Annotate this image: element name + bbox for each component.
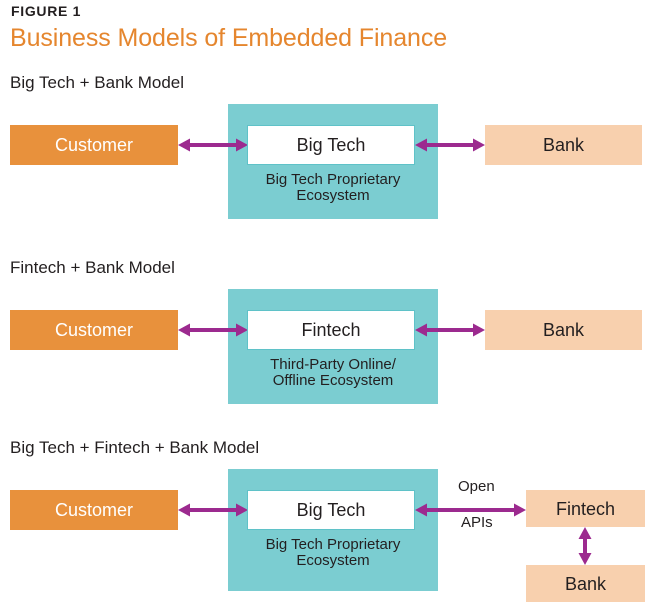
section-2-ecosystem-label: Third-Party Online/ Offline Ecosystem — [270, 356, 396, 390]
section-3-open-apis-label-bottom: APIs — [461, 514, 493, 531]
section-3-center-box[interactable]: Big Tech — [247, 490, 415, 530]
section-3-center-label: Big Tech — [296, 499, 366, 520]
section-2-heading: Fintech + Bank Model — [10, 258, 175, 277]
section-1-left-arrow — [178, 136, 248, 154]
section-3-ecosystem-panel — [228, 469, 438, 591]
figure-title: Business Models of Embedded Finance — [10, 24, 448, 52]
section-2-customer-label: Customer — [54, 320, 134, 340]
section-3-vertical-arrow — [576, 527, 594, 565]
section-1-center-box[interactable]: Big Tech — [247, 125, 415, 165]
section-3-right-arrow — [415, 501, 526, 519]
section-3-customer-box[interactable]: Customer — [10, 490, 178, 530]
section-3-left-arrow — [178, 501, 248, 519]
section-1-customer-label: Customer — [54, 135, 134, 155]
section-1-customer-box[interactable]: Customer — [10, 125, 178, 165]
section-3-fintech-box[interactable]: Fintech — [526, 490, 645, 527]
section-3-open-apis-label-top: Open — [458, 478, 495, 495]
section-1-heading: Big Tech + Bank Model — [10, 73, 185, 92]
section-1-center-label: Big Tech — [296, 134, 366, 155]
section-2-left-arrow — [178, 321, 248, 339]
figure-label: FIGURE 1 — [11, 3, 82, 19]
section-2-bank-label: Bank — [542, 320, 585, 340]
section-3-bank-box[interactable]: Bank — [526, 565, 645, 602]
section-2-center-box[interactable]: Fintech — [247, 310, 415, 350]
section-2-bank-box[interactable]: Bank — [485, 310, 642, 350]
section-2-customer-box[interactable]: Customer — [10, 310, 178, 350]
section-3-fintech-label: Fintech — [555, 498, 616, 519]
section-2-right-arrow — [415, 321, 485, 339]
section-2-center-label: Fintech — [301, 319, 361, 340]
section-3-ecosystem-label: Big Tech Proprietary Ecosystem — [265, 536, 401, 570]
section-1-right-arrow — [415, 136, 485, 154]
section-1-ecosystem-label: Big Tech Proprietary Ecosystem — [265, 171, 401, 205]
section-3-customer-label: Customer — [54, 500, 134, 520]
section-3-bank-label: Bank — [564, 573, 607, 594]
section-1-bank-label: Bank — [542, 135, 585, 155]
section-3-heading: Big Tech + Fintech + Bank Model — [10, 438, 260, 457]
section-1-bank-box[interactable]: Bank — [485, 125, 642, 165]
